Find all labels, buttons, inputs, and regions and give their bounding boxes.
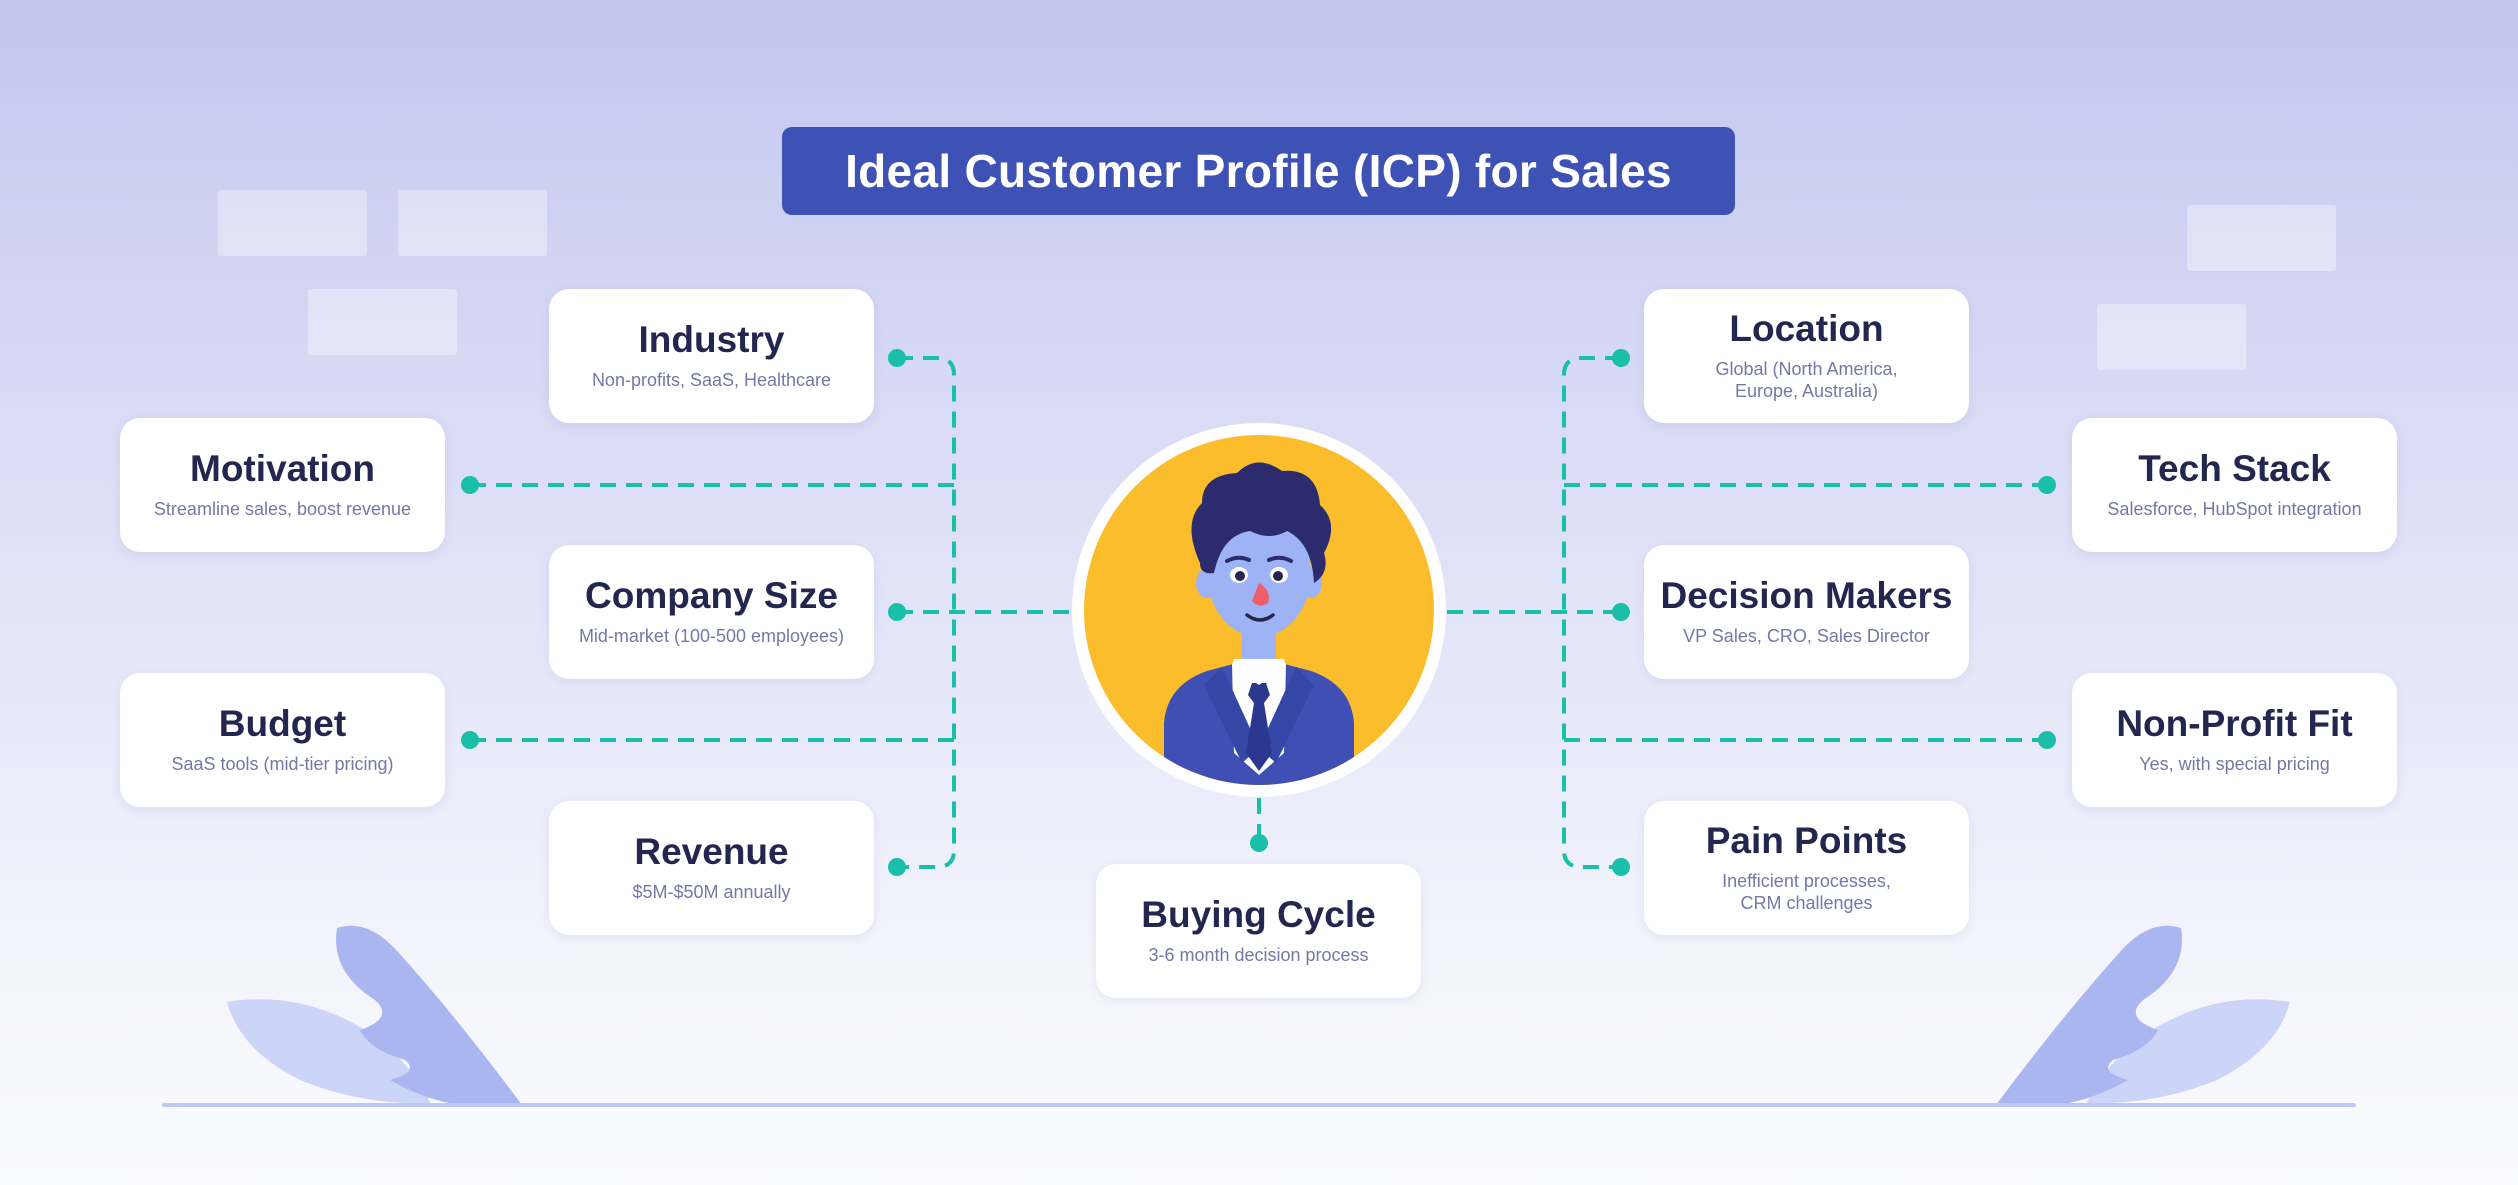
connector-dot-motivation — [461, 476, 479, 494]
card-description: SaaS tools (mid-tier pricing) — [171, 754, 394, 775]
background-decoration — [218, 190, 367, 256]
card-tech-stack: Tech Stack Salesforce, HubSpot integrati… — [2072, 418, 2397, 552]
card-title: Buying Cycle — [1141, 894, 1376, 936]
connector-dot-non-profit-fit — [2038, 731, 2056, 749]
card-title: Revenue — [634, 831, 789, 873]
card-description: Salesforce, HubSpot integration — [2107, 499, 2362, 520]
card-revenue: Revenue $5M-$50M annually — [549, 801, 874, 935]
card-non-profit-fit: Non-Profit Fit Yes, with special pricing — [2072, 673, 2397, 807]
card-title: Pain Points — [1705, 820, 1908, 862]
background-decoration — [2187, 205, 2336, 271]
card-budget: Budget SaaS tools (mid-tier pricing) — [120, 673, 445, 807]
card-description: VP Sales, CRO, Sales Director — [1683, 626, 1930, 647]
card-motivation: Motivation Streamline sales, boost reven… — [120, 418, 445, 552]
connector-dot-revenue — [888, 858, 906, 876]
card-title: Industry — [638, 319, 785, 361]
right-plant-icon — [1996, 925, 2290, 1105]
card-title: Location — [1729, 308, 1884, 350]
card-buying-cycle: Buying Cycle 3-6 month decision process — [1096, 864, 1421, 998]
card-description: 3-6 month decision process — [1148, 945, 1369, 966]
card-title: Decision Makers — [1660, 575, 1953, 617]
connector-dot-location — [1612, 349, 1630, 367]
background-decoration — [2097, 304, 2246, 370]
card-description: Yes, with special pricing — [2139, 754, 2330, 775]
connector-dot-buying-cycle — [1250, 834, 1268, 852]
card-pain-points: Pain Points Inefficient processes, CRM c… — [1644, 801, 1969, 935]
card-title: Budget — [218, 703, 347, 745]
connector-dot-tech-stack — [2038, 476, 2056, 494]
card-title: Motivation — [190, 448, 375, 490]
card-description: Streamline sales, boost revenue — [153, 499, 412, 520]
card-title: Company Size — [585, 575, 838, 617]
connector-dot-company-size — [888, 603, 906, 621]
card-description: Mid-market (100-500 employees) — [578, 626, 845, 647]
connector-dot-pain-points — [1612, 858, 1630, 876]
background-decoration — [398, 190, 547, 256]
card-description: Global (North America, Europe, Australia… — [1715, 358, 1898, 402]
card-decision-makers: Decision Makers VP Sales, CRO, Sales Dir… — [1644, 545, 1969, 679]
businessman-avatar-icon — [1072, 423, 1446, 797]
left-plant-icon — [227, 925, 522, 1105]
connector-dot-budget — [461, 731, 479, 749]
page-title: Ideal Customer Profile (ICP) for Sales — [782, 127, 1735, 215]
connector-dot-industry — [888, 349, 906, 367]
card-location: Location Global (North America, Europe, … — [1644, 289, 1969, 423]
card-description: $5M-$50M annually — [632, 882, 791, 903]
card-title: Tech Stack — [2138, 448, 2331, 490]
card-description: Non-profits, SaaS, Healthcare — [591, 370, 832, 391]
card-industry: Industry Non-profits, SaaS, Healthcare — [549, 289, 874, 423]
connector-dot-decision-makers — [1612, 603, 1630, 621]
card-description: Inefficient processes, CRM challenges — [1722, 870, 1891, 914]
ground-line — [162, 1103, 2356, 1107]
card-title: Non-Profit Fit — [2116, 703, 2353, 745]
background-decoration — [308, 289, 457, 355]
card-company-size: Company Size Mid-market (100-500 employe… — [549, 545, 874, 679]
